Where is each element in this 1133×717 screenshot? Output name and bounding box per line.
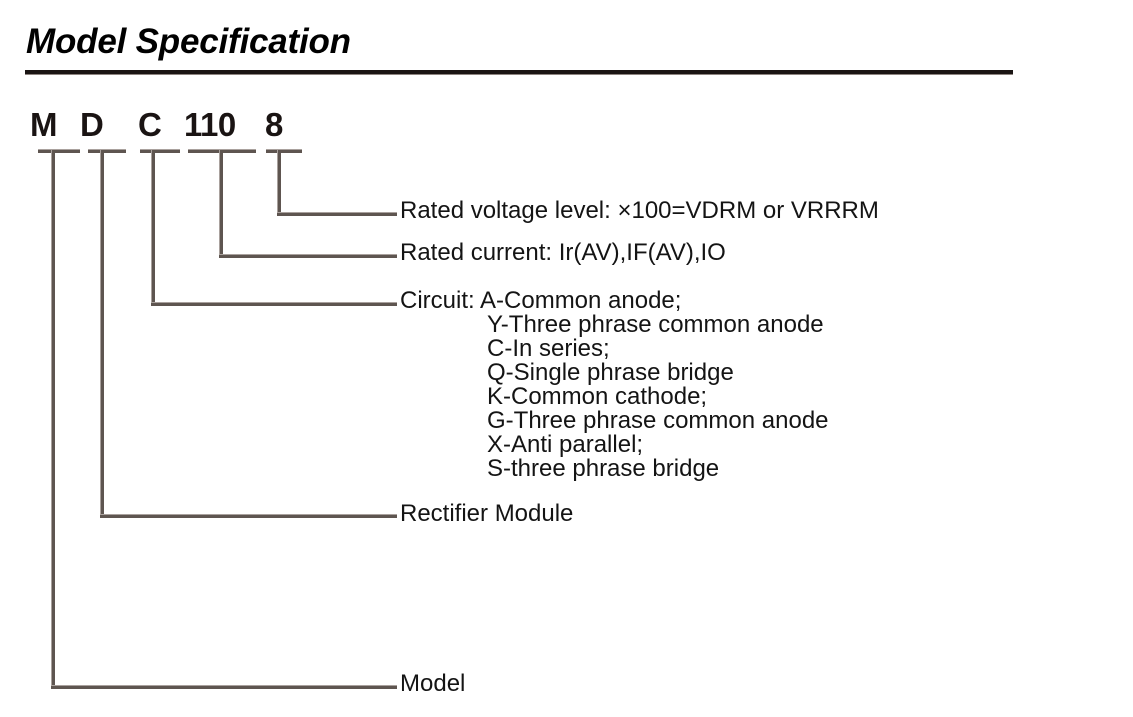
model-code-part-c: C bbox=[138, 106, 162, 143]
circuit-code-list: Y-Three phrase common anode C-In series;… bbox=[487, 313, 829, 481]
circuit-code-item-g: G-Three phrase common anode bbox=[487, 407, 829, 434]
leader-horizontal-d bbox=[100, 514, 397, 518]
leader-vertical-110 bbox=[219, 150, 223, 257]
tick-bar-m bbox=[38, 149, 80, 153]
tick-bar-d bbox=[88, 149, 126, 153]
circuit-code-item-q: Q-Single phrase bridge bbox=[487, 359, 734, 386]
leader-horizontal-8 bbox=[277, 212, 397, 216]
title-underline-rule bbox=[25, 70, 1013, 75]
page-title: Model Specification bbox=[26, 22, 351, 61]
circuit-code-item-k: K-Common cathode; bbox=[487, 383, 708, 410]
leader-vertical-m bbox=[51, 150, 55, 687]
leader-horizontal-110 bbox=[219, 254, 397, 258]
callout-label-rated-voltage: Rated voltage level: ×100=VDRM or VRRRM bbox=[400, 197, 879, 224]
leader-vertical-8 bbox=[277, 150, 281, 215]
model-code-part-m: M bbox=[30, 106, 58, 143]
model-code-part-110: 110 bbox=[184, 106, 236, 143]
callout-label-circuit: Circuit: A-Common anode; bbox=[400, 287, 682, 314]
model-code-part-d: D bbox=[80, 106, 104, 143]
leader-horizontal-m bbox=[51, 685, 397, 689]
circuit-code-item-s: S-three phrase bridge bbox=[487, 455, 720, 482]
tick-bar-c bbox=[140, 149, 180, 153]
tick-bar-8 bbox=[266, 149, 302, 153]
leader-horizontal-c bbox=[151, 302, 397, 306]
leader-vertical-d bbox=[100, 150, 104, 516]
callout-label-rectifier-module: Rectifier Module bbox=[400, 500, 574, 527]
callout-label-rated-current: Rated current: Ir(AV),IF(AV),IO bbox=[400, 239, 726, 266]
model-code-part-8: 8 bbox=[265, 106, 283, 143]
leader-vertical-c bbox=[151, 150, 155, 303]
callout-label-model: Model bbox=[400, 670, 466, 697]
circuit-code-item-x: X-Anti parallel; bbox=[487, 431, 644, 458]
circuit-code-item-y: Y-Three phrase common anode bbox=[487, 311, 824, 338]
circuit-code-item-c: C-In series; bbox=[487, 335, 610, 362]
